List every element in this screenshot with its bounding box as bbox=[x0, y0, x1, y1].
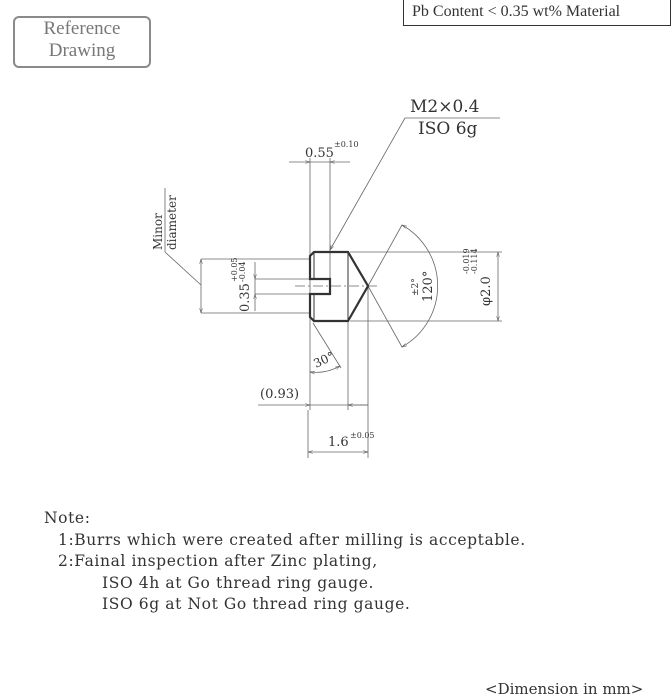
thread-length-value: (0.93) bbox=[260, 387, 299, 402]
slot-width-tol: ±0.10 bbox=[334, 140, 359, 149]
chamfer-angle-arc bbox=[310, 366, 340, 372]
note-item: 2:Fainal inspection after Zinc plating, bbox=[58, 552, 378, 570]
slot-depth-tol-upper: +0.05 bbox=[230, 257, 239, 282]
note-item: 1:Burrs which were created after milling… bbox=[58, 530, 526, 549]
diameter-value: φ2.0 bbox=[479, 276, 494, 306]
set-screw-outline bbox=[308, 250, 370, 323]
thread-leader bbox=[330, 117, 406, 250]
cone-angle-value: 120° bbox=[421, 271, 436, 302]
dimension-unit: <Dimension in mm> bbox=[485, 680, 644, 698]
note-item: ISO 4h at Go thread ring gauge. bbox=[102, 573, 375, 592]
diameter-tol-lower: -0.114 bbox=[470, 248, 479, 274]
chamfer-angle-value: 30° bbox=[311, 349, 336, 371]
total-length-tol: ±0.05 bbox=[350, 431, 375, 440]
minor-diameter-label: Minor bbox=[151, 213, 165, 250]
slot-depth-tol-lower: -0.04 bbox=[238, 261, 247, 282]
reference-drawing-stamp: Reference Drawing bbox=[13, 16, 151, 68]
thread-class: ISO 6g bbox=[418, 119, 478, 139]
thread-spec: M2×0.4 bbox=[410, 97, 480, 117]
reference-line1: Reference bbox=[43, 18, 121, 39]
total-length-value: 1.6 bbox=[328, 435, 349, 450]
cone-angle-arc bbox=[402, 225, 439, 347]
note-item: ISO 6g at Not Go thread ring gauge. bbox=[102, 595, 411, 613]
cone-angle-tol: ±2° bbox=[411, 278, 421, 296]
reference-line2: Drawing bbox=[48, 40, 116, 61]
slot-depth-value: 0.35 bbox=[238, 283, 253, 312]
minor-diameter-label-2: diameter bbox=[165, 195, 179, 250]
notes-section: Note: 1:Burrs which were created after m… bbox=[44, 508, 526, 616]
notes-title: Note: bbox=[44, 509, 91, 527]
diameter-tol-upper: -0.019 bbox=[462, 248, 471, 274]
slot-width-value: 0.55 bbox=[305, 146, 334, 161]
